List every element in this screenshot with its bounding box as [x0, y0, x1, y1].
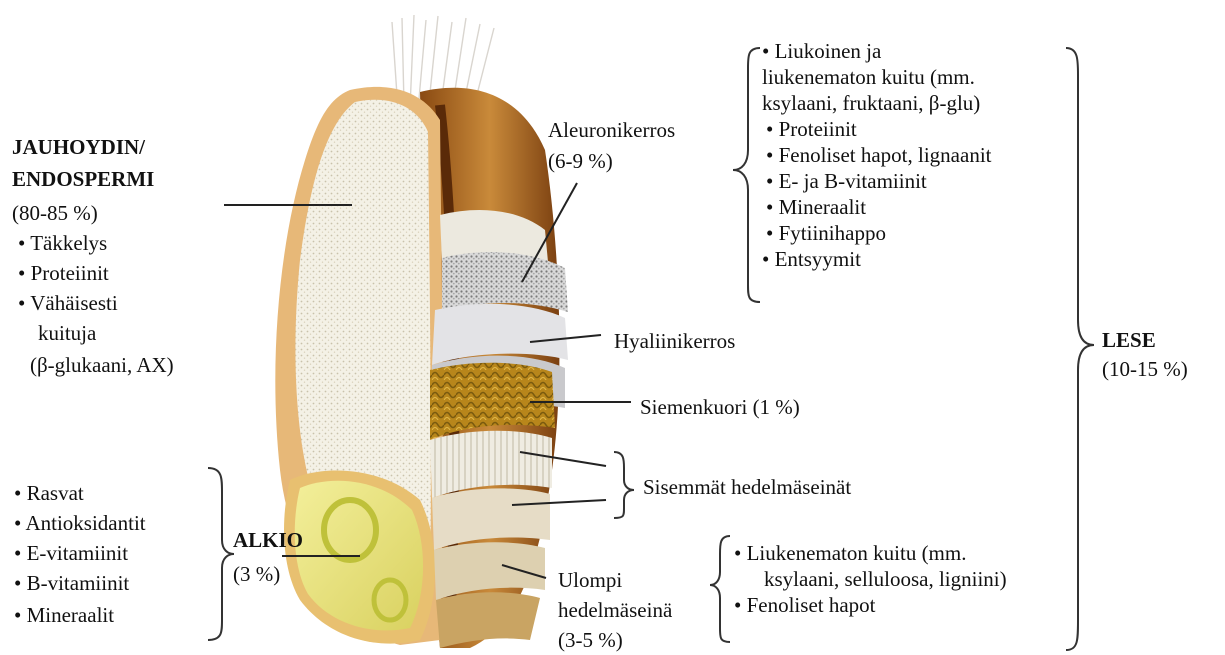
seed-coat-label: Siemenkuori (1 %): [640, 394, 800, 420]
germ-item: • E-vitamiinit: [14, 540, 128, 566]
germ-item: • B-vitamiinit: [14, 570, 129, 596]
endosperm-title-line1: JAUHOYDIN/: [12, 134, 145, 160]
aleurone-composition-list: • Liukoinen ja liukenematon kuitu (mm. k…: [762, 38, 991, 272]
aleurone-item: liukenematon kuitu (mm.: [762, 64, 991, 90]
brace-aleurone: [733, 48, 760, 302]
germ-title: ALKIO: [233, 527, 303, 553]
inner-pericarp-label: Sisemmät hedelmäseinät: [643, 474, 851, 500]
aleurone-item: • Mineraalit: [762, 194, 991, 220]
aleurone-item: • Entsyymit: [762, 246, 991, 272]
aleurone-item: • Proteiinit: [762, 116, 991, 142]
bran-percent: (10-15 %): [1102, 356, 1188, 382]
outer-pericarp-title-line1: Ulompi: [558, 567, 622, 593]
brace-inner-pericarp: [614, 452, 634, 518]
bran-title: LESE: [1102, 327, 1156, 353]
germ-embryo: [284, 470, 435, 643]
aleurone-percent: (6-9 %): [548, 148, 613, 174]
outer-pericarp-composition-list: • Liukenematon kuitu (mm. ksylaani, sell…: [734, 540, 1007, 618]
endosperm-item: • Vähäisesti: [18, 290, 118, 316]
endosperm-item: • Täkkelys: [18, 230, 107, 256]
outer-pericarp-item: • Fenoliset hapot: [734, 592, 1007, 618]
aleurone-item: • Fenoliset hapot, lignaanit: [762, 142, 991, 168]
endosperm-title-line2: ENDOSPERMI: [12, 166, 154, 192]
outer-pericarp-item: ksylaani, selluloosa, ligniini): [734, 566, 1007, 592]
endosperm-item-continuation: (β-glukaani, AX): [30, 352, 174, 378]
aleurone-item: • E- ja B-vitamiinit: [762, 168, 991, 194]
brace-germ: [208, 468, 234, 640]
germ-percent: (3 %): [233, 561, 280, 587]
hyaline-label: Hyaliinikerros: [614, 328, 735, 354]
endosperm-item-continuation: kuituja: [38, 320, 96, 346]
brace-outer-pericarp: [710, 536, 730, 642]
endosperm-percent: (80-85 %): [12, 200, 98, 226]
endosperm-item: • Proteiinit: [18, 260, 109, 286]
aleurone-title: Aleuronikerros: [548, 117, 675, 143]
outer-pericarp-item: • Liukenematon kuitu (mm.: [734, 540, 1007, 566]
germ-item: • Mineraalit: [14, 602, 114, 628]
aleurone-item: • Liukoinen ja: [762, 38, 991, 64]
germ-item: • Antioksidantit: [14, 510, 146, 536]
aleurone-item: ksylaani, fruktaani, β-glu): [762, 90, 991, 116]
outer-pericarp-percent: (3-5 %): [558, 627, 623, 653]
germ-item: • Rasvat: [14, 480, 84, 506]
outer-pericarp-title-line2: hedelmäseinä: [558, 597, 672, 623]
brace-bran: [1066, 48, 1094, 650]
aleurone-item: • Fytiinihappo: [762, 220, 991, 246]
